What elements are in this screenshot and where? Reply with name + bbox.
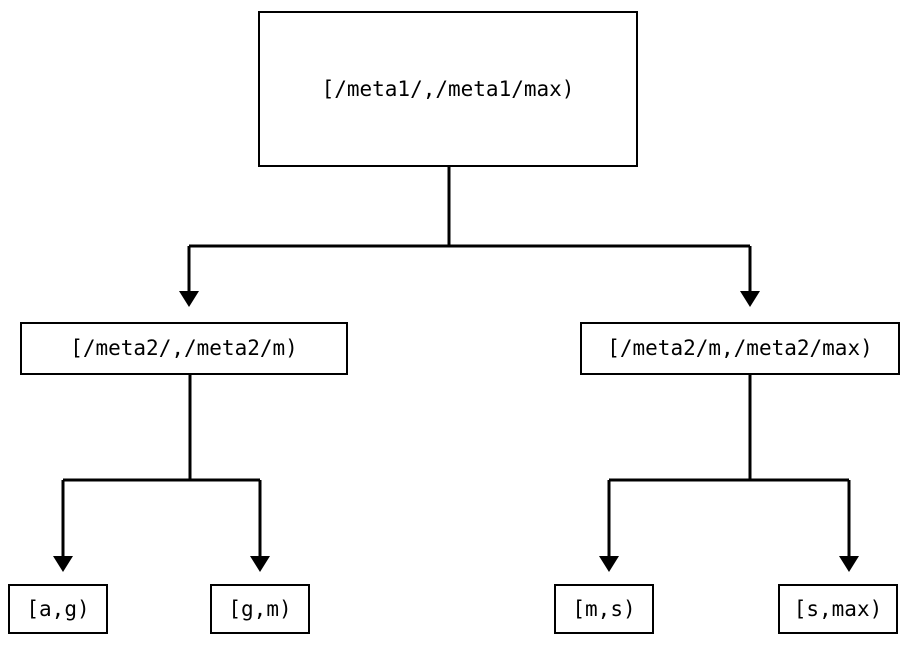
arrowhead-to-leaf-1 — [53, 556, 73, 572]
arrowhead-to-leaf-2 — [250, 556, 270, 572]
tree-node-mid-left-label: [/meta2/,/meta2/m) — [70, 336, 298, 360]
arrowhead-to-leaf-3 — [599, 556, 619, 572]
tree-node-leaf-4[interactable]: [s,max) — [778, 584, 898, 634]
edge-mid-right-to-leaves — [607, 375, 851, 556]
tree-node-leaf-4-label: [s,max) — [793, 596, 883, 621]
tree-node-leaf-1[interactable]: [a,g) — [8, 584, 108, 634]
tree-node-leaf-3-label: [m,s) — [572, 596, 636, 621]
tree-node-root[interactable]: [/meta1/,/meta1/max) — [258, 11, 638, 167]
tree-node-leaf-3[interactable]: [m,s) — [554, 584, 654, 634]
tree-node-leaf-2[interactable]: [g,m) — [210, 584, 310, 634]
arrowhead-to-leaf-4 — [839, 556, 859, 572]
tree-node-leaf-2-label: [g,m) — [228, 596, 292, 621]
arrowhead-to-mid-left — [179, 291, 199, 307]
tree-node-mid-right-label: [/meta2/m,/meta2/max) — [607, 336, 873, 360]
tree-node-mid-right[interactable]: [/meta2/m,/meta2/max) — [580, 322, 900, 375]
edge-mid-left-to-leaves — [61, 375, 262, 556]
tree-node-mid-left[interactable]: [/meta2/,/meta2/m) — [20, 322, 348, 375]
tree-node-leaf-1-label: [a,g) — [26, 596, 90, 621]
tree-node-root-label: [/meta1/,/meta1/max) — [321, 76, 575, 101]
edge-root-to-mids — [187, 167, 752, 291]
arrowhead-to-mid-right — [740, 291, 760, 307]
